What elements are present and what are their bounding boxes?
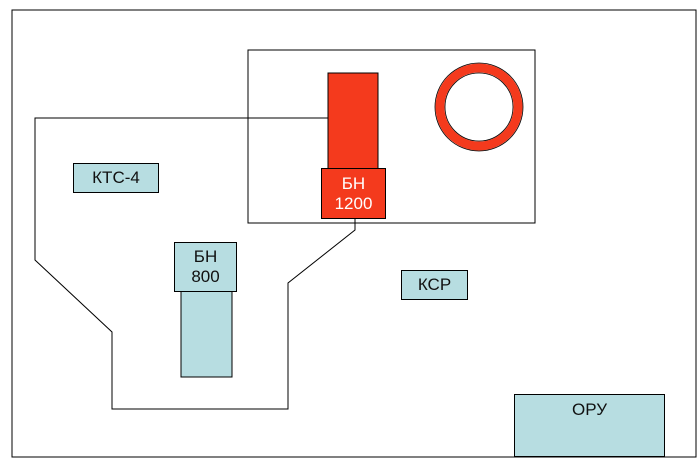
outer-frame xyxy=(11,9,697,458)
cooling-tower-ring-outline xyxy=(434,62,524,152)
cooling-tower-ring-inner-outline xyxy=(444,72,514,142)
bn1200-reactor-tower xyxy=(327,72,379,171)
bn1200-label-box: БН 1200 xyxy=(321,168,386,219)
site-boundary-line xyxy=(34,117,356,410)
ksr-label-box: КСР xyxy=(401,270,468,300)
kts4-label-box: КТС-4 xyxy=(73,163,159,193)
cooling-tower-ring xyxy=(435,63,523,151)
bn800-reactor-body xyxy=(180,290,233,378)
bn800-label-box: БН 800 xyxy=(174,242,237,292)
bn1200-enclosure xyxy=(247,49,536,224)
oru-label-box: ОРУ xyxy=(514,394,665,457)
